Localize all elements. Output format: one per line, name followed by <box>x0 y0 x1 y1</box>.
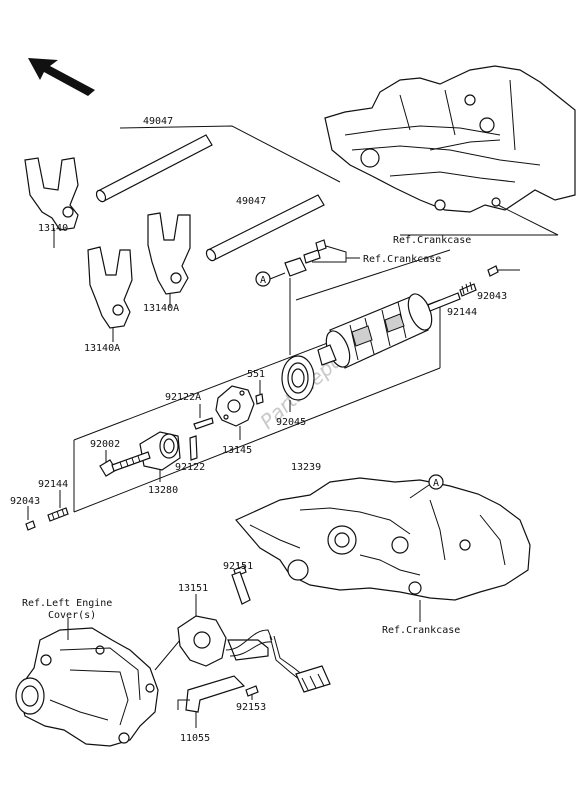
pin-92122 <box>189 435 198 461</box>
marker-a-bottom <box>428 474 444 490</box>
clamp-11055 <box>185 675 246 713</box>
shift-fork-13140 <box>24 157 79 231</box>
bolt-ref <box>303 249 321 264</box>
label-92043-left: 92043 <box>10 496 40 507</box>
label-13151: 13151 <box>178 583 208 594</box>
sensor-wire <box>225 629 273 651</box>
pin-92043-right <box>487 265 499 277</box>
label-13140a-right: 13140A <box>143 303 179 314</box>
label-92002: 92002 <box>90 439 120 450</box>
shift-drum-13239 <box>317 292 461 369</box>
leader-49047 <box>119 125 341 183</box>
shift-rod-upper <box>95 134 213 203</box>
shift-fork-13140a-right <box>147 212 191 295</box>
leader-crankcase-top <box>400 204 559 236</box>
label-92122a: 92122A <box>165 392 201 403</box>
marker-a-bottom-label: A <box>433 478 439 489</box>
label-13280: 13280 <box>148 485 178 496</box>
label-49047-top: 49047 <box>143 116 173 127</box>
bearing-92045 <box>281 355 315 401</box>
marker-a-top-label: A <box>260 275 266 286</box>
label-ref-crankcase-top: Ref.Crankcase <box>393 235 471 246</box>
label-92153: 92153 <box>236 702 266 713</box>
label-ref-crankcase-bolt: Ref.Crankcase <box>363 254 441 265</box>
label-13140a-left: 13140A <box>84 343 120 354</box>
gear-sensor-13151 <box>177 615 269 667</box>
front-arrow-icon <box>28 58 95 96</box>
shift-cam-13145 <box>215 385 255 427</box>
label-49047-bottom: 49047 <box>236 196 266 207</box>
shift-fork-13140a-left <box>87 246 133 329</box>
label-13239: 13239 <box>291 462 321 473</box>
bracket-bottom-line <box>73 367 441 513</box>
label-92151: 92151 <box>223 561 253 572</box>
crankcase-upper-illustration <box>324 65 576 213</box>
label-92045: 92045 <box>276 417 306 428</box>
collar-13280 <box>139 431 181 471</box>
label-92122: 92122 <box>175 462 205 473</box>
bolt-92002 <box>99 451 151 477</box>
label-11055: 11055 <box>180 733 210 744</box>
label-ref-engine-cover-1: Ref.Left Engine <box>22 598 112 609</box>
pin-551 <box>255 393 264 405</box>
bearing-plate <box>284 257 307 277</box>
label-92144-left: 92144 <box>38 479 68 490</box>
sensor-connector <box>295 665 331 693</box>
pin-92122a <box>193 417 214 430</box>
label-13140: 13140 <box>38 223 68 234</box>
crankcase-lower-illustration <box>235 477 531 601</box>
label-ref-crankcase-bottom: Ref.Crankcase <box>382 625 460 636</box>
label-551: 551 <box>247 369 265 380</box>
label-13145: 13145 <box>222 445 252 456</box>
label-92144-right: 92144 <box>447 307 477 318</box>
bolt-92153 <box>245 685 259 697</box>
shift-rod-lower <box>205 194 325 262</box>
label-92043-right: 92043 <box>477 291 507 302</box>
label-ref-engine-cover-2: Cover(s) <box>48 610 96 621</box>
engine-cover-illustration <box>15 627 159 747</box>
pin-92043-left <box>25 520 36 531</box>
